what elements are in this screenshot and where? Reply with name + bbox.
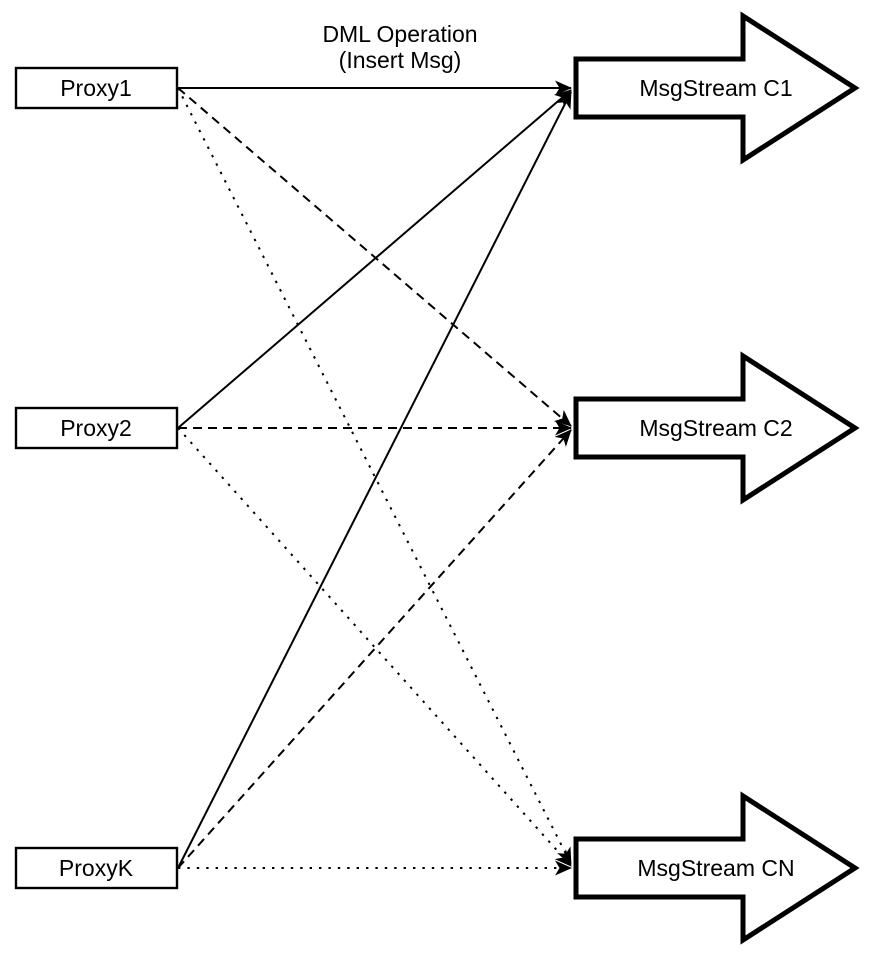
msgstream-c2-node: MsgStream C2 [573,351,860,505]
msgstream-c1-node: MsgStream C1 [573,11,860,165]
msgstream-c1-label: MsgStream C1 [639,75,792,101]
dml-operation-label-line2: (Insert Msg) [339,47,462,73]
edge-proxy1-cn [177,87,572,865]
proxy1-box [14,66,179,110]
msgstream-c2-label: MsgStream C2 [639,415,792,441]
proxyk-node: ProxyK [14,846,179,890]
msgstream-cn-node: MsgStream CN [573,791,860,945]
proxy2-label: Proxy2 [60,415,132,441]
msgstream-c2-arrow-shape [573,351,860,505]
edge-proxyk-c1 [177,91,572,869]
proxy1-label: Proxy1 [60,75,132,101]
proxy2-box [14,406,179,450]
edge-proxyk-c2 [177,429,572,869]
msgstream-c1-arrow-shape [573,11,860,165]
proxy2-node: Proxy2 [14,406,179,450]
msgstream-cn-arrow-shape [573,791,860,945]
dml-operation-label-line1: DML Operation [322,21,477,47]
edge-proxy2-c1 [177,89,572,429]
proxyk-box [14,846,179,890]
msgstream-cn-label: MsgStream CN [637,855,794,881]
edge-proxy2-cn [177,427,572,867]
proxyk-label: ProxyK [59,855,134,881]
edge-proxy1-c2 [177,87,572,427]
edge-group [177,80,572,876]
proxy1-node: Proxy1 [14,66,179,110]
